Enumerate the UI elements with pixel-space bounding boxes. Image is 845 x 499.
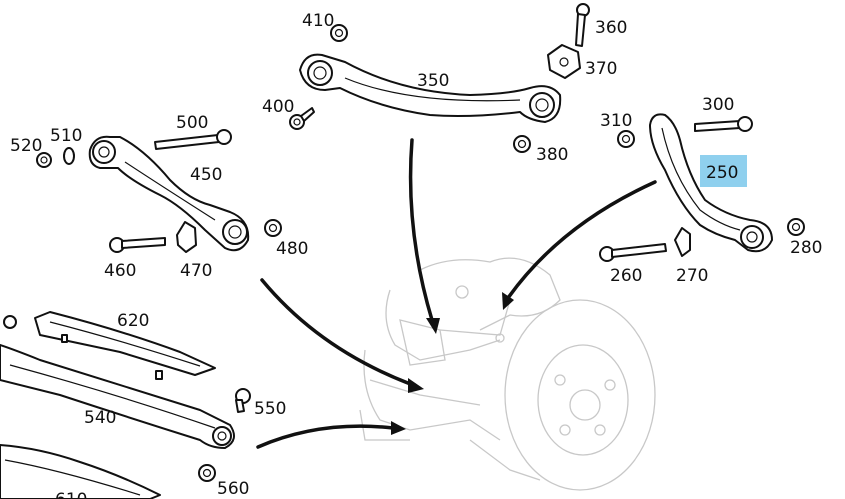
label-350[interactable]: 350 [417,71,449,91]
washer-510[interactable] [63,147,75,165]
label-500[interactable]: 500 [176,113,208,133]
label-360[interactable]: 360 [595,18,627,38]
arrow-250 [502,180,657,310]
label-460[interactable]: 460 [104,261,136,281]
bolt-500[interactable] [154,129,232,150]
bolt-400[interactable] [289,107,315,130]
label-270[interactable]: 270 [676,266,708,286]
nut-410[interactable] [330,24,348,42]
arrow-540 [256,421,406,449]
bolt-550[interactable] [235,388,251,413]
washer-270[interactable] [674,227,691,257]
label-620[interactable]: 620 [117,311,149,331]
arrow-450 [260,278,424,393]
bolt-260[interactable] [599,243,667,262]
label-260[interactable]: 260 [610,266,642,286]
strut-620[interactable] [34,311,216,380]
label-470[interactable]: 470 [180,261,212,281]
label-310[interactable]: 310 [600,111,632,131]
label-550[interactable]: 550 [254,399,286,419]
nut-310[interactable] [617,130,635,148]
label-250[interactable]: 250 [706,163,738,183]
arm-450[interactable] [88,135,250,252]
label-560[interactable]: 560 [217,479,249,499]
washer-470[interactable] [176,221,197,253]
nut-280[interactable] [787,218,805,236]
wheel-carrier-ghost [359,257,656,491]
label-520[interactable]: 520 [10,136,42,156]
bolt-300[interactable] [694,116,753,132]
bolt-360[interactable] [575,3,590,47]
highlight-250 [700,155,747,187]
label-400[interactable]: 400 [262,97,294,117]
strut-610[interactable] [0,444,161,499]
nut-380[interactable] [513,135,531,153]
arm-540[interactable] [0,344,235,449]
label-450[interactable]: 450 [190,165,222,185]
label-610[interactable]: 610 [55,490,87,499]
washer-partial[interactable] [3,315,17,329]
nut-560[interactable] [198,464,216,482]
nut-520[interactable] [36,152,52,168]
label-540[interactable]: 540 [84,408,116,428]
nut-480[interactable] [264,219,282,237]
label-370[interactable]: 370 [585,59,617,79]
label-380[interactable]: 380 [536,145,568,165]
label-280[interactable]: 280 [790,238,822,258]
washer-370[interactable] [547,44,581,79]
bolt-460[interactable] [109,237,166,253]
arrow-350 [408,138,440,334]
label-480[interactable]: 480 [276,239,308,259]
label-510[interactable]: 510 [50,126,82,146]
label-300[interactable]: 300 [702,95,734,115]
label-410[interactable]: 410 [302,11,334,31]
arm-250[interactable] [649,113,773,253]
arm-350[interactable] [299,53,562,123]
